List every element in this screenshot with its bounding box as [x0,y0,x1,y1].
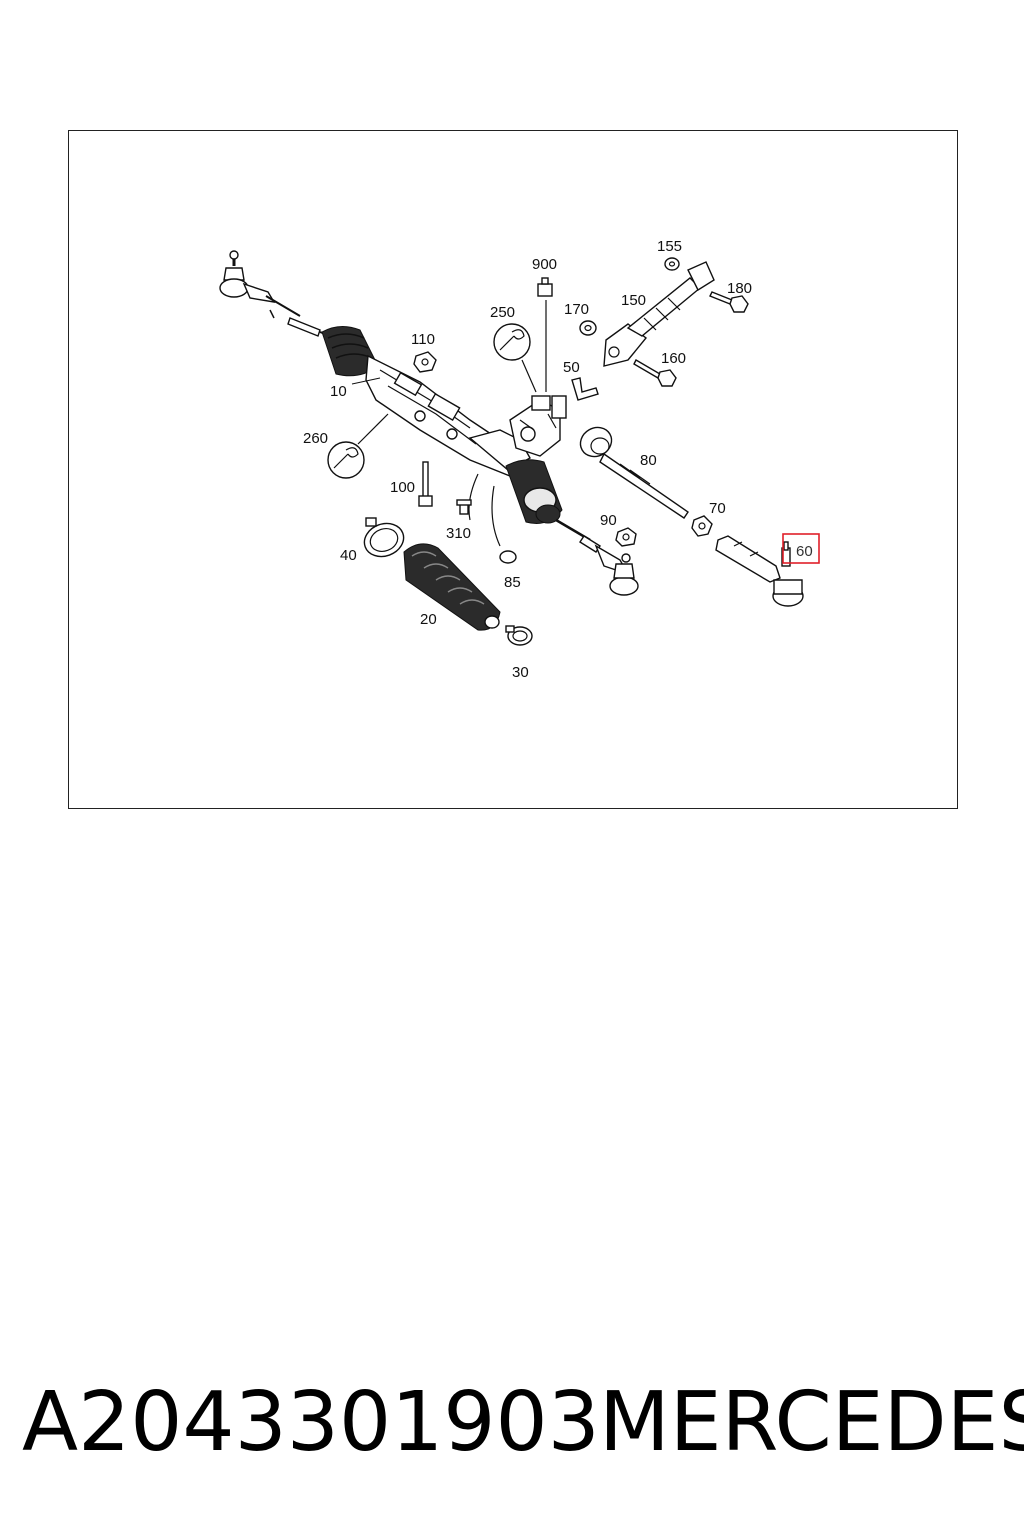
part-number: A2043301903 [22,1375,600,1470]
right-bellows [505,459,563,524]
highlighted-callout: 60 [782,533,820,564]
leader-line-10 [351,377,381,385]
steering-shaft-150 [603,261,715,367]
callout-310: 310 [446,525,471,542]
callout-10: 10 [330,383,347,400]
washer-155 [664,257,680,271]
left-tie-rod-end [219,250,301,319]
callout-80: 80 [640,452,657,469]
callout-100: 100 [390,479,415,496]
screw-310 [456,499,472,515]
callout-155: 155 [657,238,682,255]
highlight-box [782,533,820,564]
callout-170: 170 [564,301,589,318]
connector-900 [537,277,553,297]
callout-160: 160 [661,350,686,367]
callout-260: 260 [303,430,328,447]
inner-tie-rod-80 [579,426,689,519]
steering-rack-housing [365,354,567,477]
callout-900: 900 [532,256,557,273]
nut-110 [413,351,437,373]
right-tie-rod-assembly [555,518,639,596]
callout-30: 30 [512,664,529,681]
steering-rack-diagram: 10 20 30 40 50 80 70 85 90 100 110 150 1… [219,238,820,681]
wrench-icon [493,323,537,393]
clamp-40 [363,517,405,558]
callout-40: 40 [340,547,357,564]
tie-rod-end-60 [715,535,804,607]
bolt-180 [709,291,749,313]
wiring-harness [468,300,547,547]
callout-20: 20 [420,611,437,628]
nut-90 [615,527,637,547]
clamp-30 [505,625,533,646]
callout-180: 180 [727,280,752,297]
footer: A2043301903 MERCEDES [22,1368,1024,1478]
bolt-160 [633,359,677,387]
bolt-100 [418,461,433,507]
diagram-frame [68,130,958,809]
callout-150: 150 [621,292,646,309]
callout-60: 60 [796,543,813,560]
callout-90: 90 [600,512,617,529]
brand-name: MERCEDES [599,1375,1024,1470]
callout-250: 250 [490,304,515,321]
wrench-icon [327,413,389,479]
bellows-20 [403,543,501,631]
callout-85: 85 [504,574,521,591]
nut-70 [691,515,713,537]
callout-110: 110 [411,331,435,348]
callout-50: 50 [563,359,580,376]
grommet-85 [499,550,517,564]
bracket-50 [571,377,599,401]
washer-170 [579,320,597,336]
callout-70: 70 [709,500,726,517]
